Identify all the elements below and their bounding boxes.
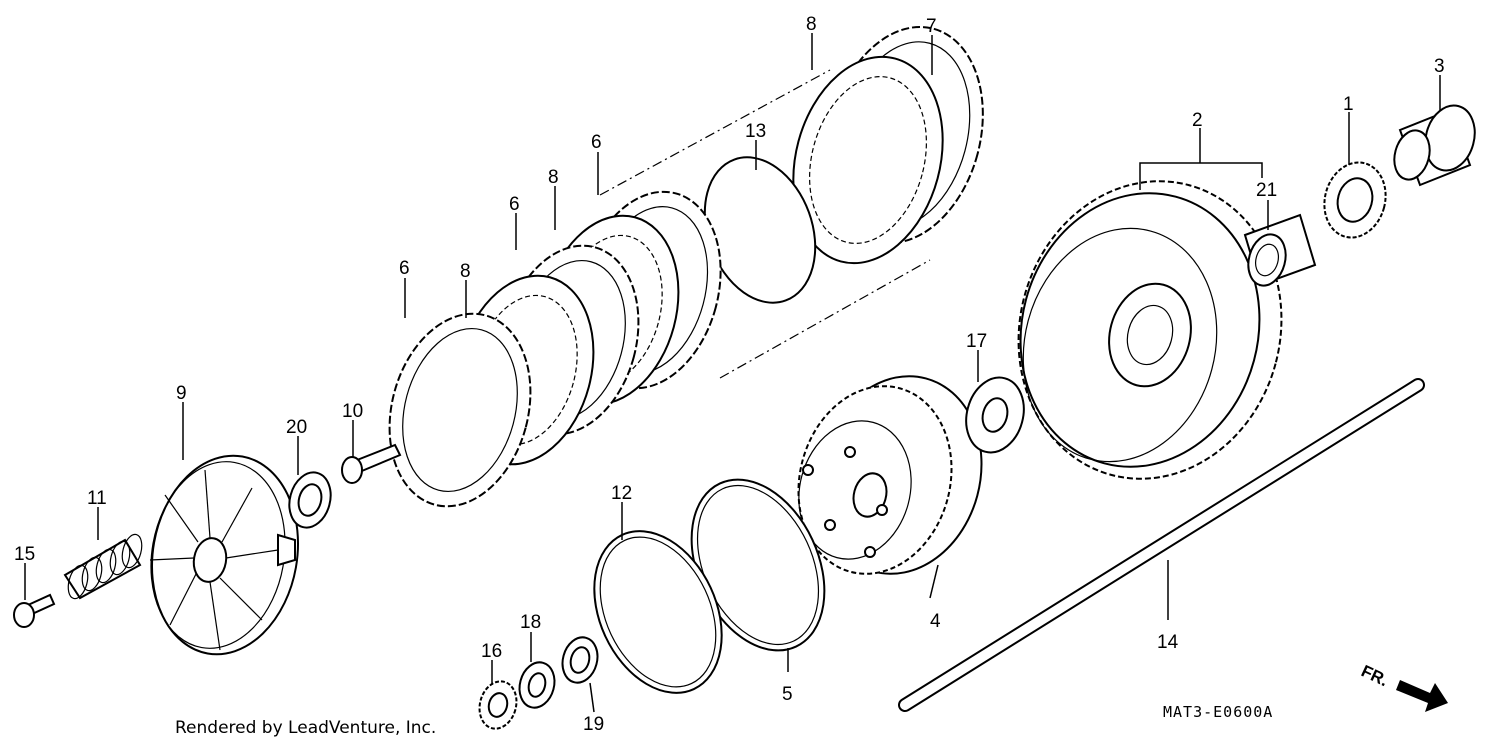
callout-5: 5 xyxy=(782,684,793,705)
stack-bracket-lines xyxy=(599,69,931,379)
callout-7: 7 xyxy=(926,16,937,37)
callout-4: 4 xyxy=(930,611,941,632)
needle-bearing xyxy=(1243,213,1317,287)
washer-19 xyxy=(561,636,599,684)
callout-20: 20 xyxy=(286,417,307,438)
leader-lines xyxy=(24,33,1441,713)
friction-disc-6-front xyxy=(388,312,532,508)
callout-11: 11 xyxy=(87,488,107,509)
front-arrow-icon xyxy=(1396,680,1448,712)
push-rod xyxy=(898,378,1425,712)
callout-10: 10 xyxy=(342,401,363,422)
release-bearing xyxy=(288,471,332,529)
callout-labels: 1 2 3 4 5 6 6 6 7 8 8 8 9 10 11 12 13 14… xyxy=(14,14,1445,735)
lock-nut xyxy=(478,680,518,730)
callout-2: 2 xyxy=(1192,110,1203,131)
callout-6-mid: 6 xyxy=(509,194,520,215)
callout-1: 1 xyxy=(1343,94,1354,115)
callout-16: 16 xyxy=(481,641,502,662)
collar xyxy=(1323,161,1387,239)
pressure-plate xyxy=(149,454,300,656)
lifter-piece xyxy=(341,443,402,484)
diagram-code: MAT3-E0600A xyxy=(1163,703,1273,721)
callout-14: 14 xyxy=(1157,632,1179,653)
bolt xyxy=(13,593,56,628)
callout-6-front: 6 xyxy=(399,258,410,279)
clutch-plate-8-top xyxy=(792,55,944,265)
callout-19: 19 xyxy=(583,714,604,735)
credit-text: Rendered by LeadVenture, Inc. xyxy=(175,718,436,738)
callout-17: 17 xyxy=(966,331,987,352)
callout-18: 18 xyxy=(520,612,541,633)
callout-3: 3 xyxy=(1434,56,1445,77)
thrust-washer xyxy=(965,376,1025,454)
fr-label: FR. xyxy=(1358,661,1391,690)
clutch-outer-housing xyxy=(1017,180,1283,480)
callout-15: 15 xyxy=(14,544,35,565)
clutch-spring xyxy=(63,533,143,600)
callout-13: 13 xyxy=(745,121,766,142)
clutch-center xyxy=(797,375,983,575)
callout-12: 12 xyxy=(611,483,632,504)
callout-8-mid: 8 xyxy=(548,167,559,188)
bushing xyxy=(1393,104,1476,187)
front-direction-indicator: FR. xyxy=(1358,661,1448,712)
callout-8-top: 8 xyxy=(806,14,817,35)
callout-21: 21 xyxy=(1256,180,1277,201)
washer-18 xyxy=(518,661,556,709)
callout-8-low: 8 xyxy=(460,261,471,282)
callout-6-upper: 6 xyxy=(591,132,602,153)
callout-9: 9 xyxy=(176,383,187,404)
